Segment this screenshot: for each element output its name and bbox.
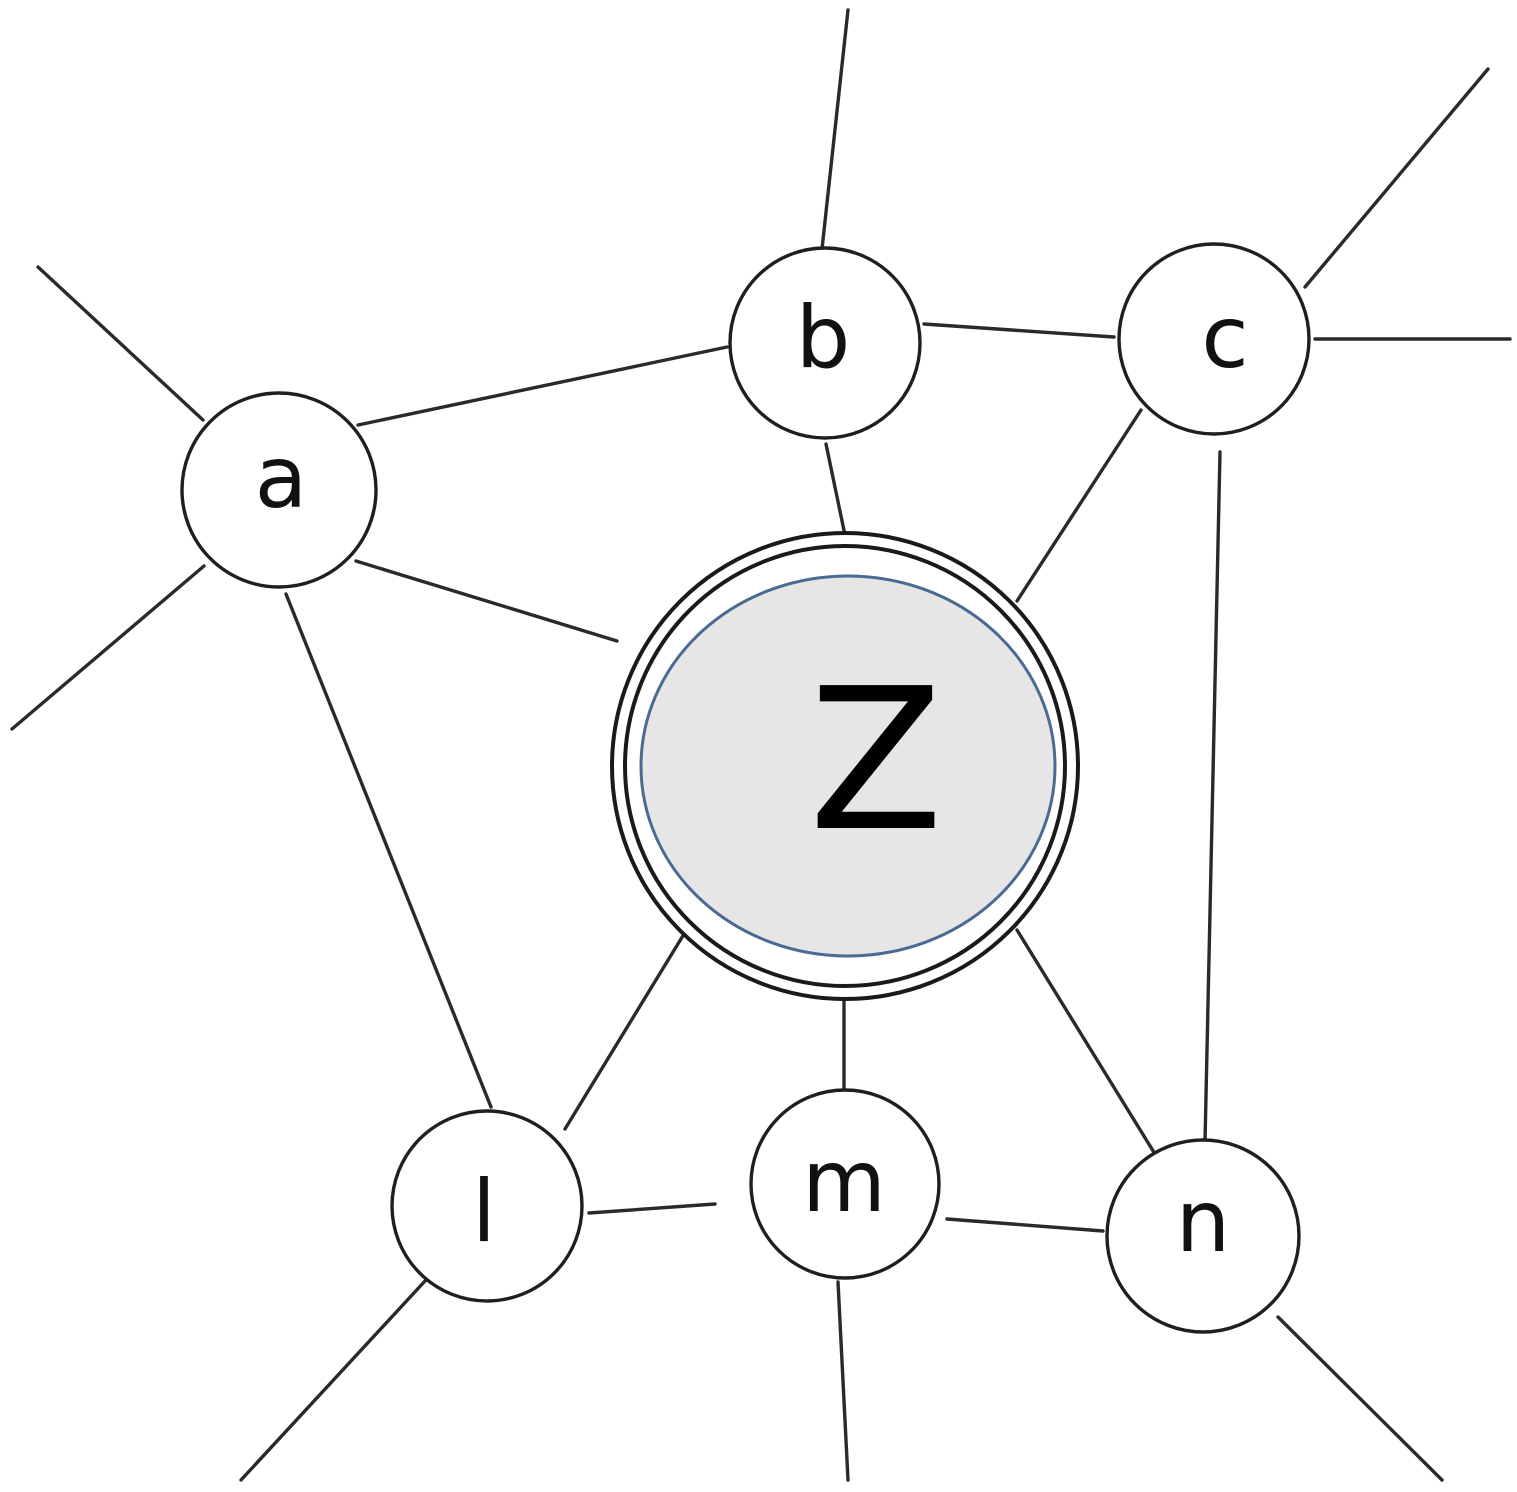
- node-b: b: [728, 246, 922, 440]
- node-n-circle: [1105, 1138, 1301, 1334]
- edge-l-out-bottom: [239, 1279, 427, 1482]
- edge-n-out-bottom: [1276, 1315, 1444, 1482]
- hub-node-z: Z: [610, 531, 1080, 1001]
- node-c-circle: [1117, 242, 1311, 436]
- node-m-circle: [749, 1088, 941, 1280]
- edge-m-n: [945, 1217, 1105, 1233]
- node-b-label: b: [796, 288, 851, 388]
- node-m-label: m: [802, 1132, 886, 1232]
- edge-l-z: [563, 932, 686, 1131]
- node-l-circle: [390, 1109, 584, 1303]
- node-c-label: c: [1201, 288, 1248, 388]
- edge-m-out-bottom: [836, 1280, 850, 1482]
- edge-c-out-top: [1303, 67, 1490, 289]
- edge-a-z: [354, 559, 619, 643]
- edges-group: [284, 322, 1222, 1233]
- node-a-label: a: [255, 428, 308, 528]
- edge-l-m: [587, 1202, 717, 1215]
- edge-n-z: [1015, 928, 1157, 1156]
- hub-inner-fill: [639, 574, 1057, 958]
- node-n: n: [1105, 1138, 1301, 1334]
- edge-b-z: [824, 442, 848, 542]
- edge-a-out-left: [10, 564, 206, 731]
- node-l: l: [390, 1109, 584, 1303]
- edge-b-c: [922, 322, 1116, 339]
- hub-label: Z: [809, 647, 943, 875]
- node-a: a: [180, 391, 378, 589]
- edge-a-b: [356, 345, 729, 427]
- node-n-label: n: [1176, 1172, 1231, 1272]
- edge-c-n: [1203, 450, 1222, 1144]
- node-b-circle: [728, 246, 922, 440]
- node-a-circle: [180, 391, 378, 589]
- outgoing-edges-group: [10, 8, 1512, 1482]
- edge-a-out-top: [36, 265, 205, 422]
- edge-b-out-top: [820, 8, 850, 251]
- node-m: m: [749, 1088, 941, 1280]
- node-l-label: l: [472, 1162, 496, 1262]
- edge-a-l: [284, 592, 493, 1109]
- node-c: c: [1117, 242, 1311, 436]
- edge-c-z: [1015, 408, 1143, 603]
